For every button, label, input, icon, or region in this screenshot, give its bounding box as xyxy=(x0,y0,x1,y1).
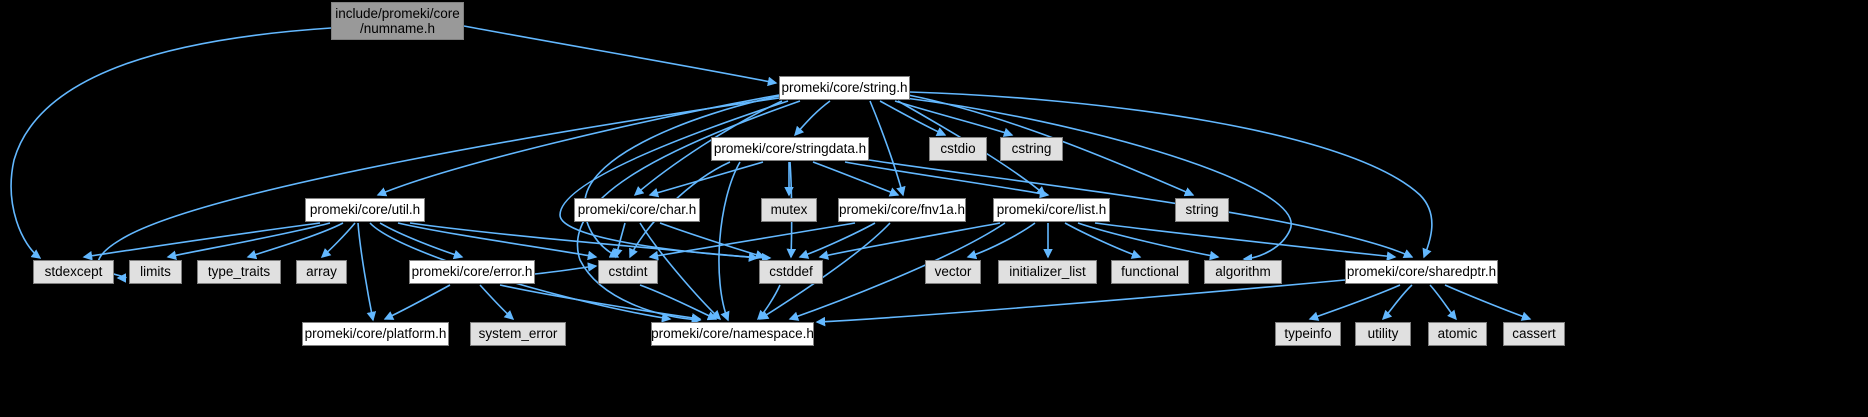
graph-node-type_traits[interactable]: type_traits xyxy=(197,260,281,284)
graph-node-system_error[interactable]: system_error xyxy=(470,322,566,346)
dependency-edge xyxy=(320,222,356,258)
graph-node-utility[interactable]: utility xyxy=(1355,322,1411,346)
dependency-edge xyxy=(613,222,626,259)
dependency-edge xyxy=(798,222,876,259)
graph-node-string_h[interactable]: promeki/core/string.h xyxy=(779,76,910,100)
graph-node-typeinfo[interactable]: typeinfo xyxy=(1275,322,1341,346)
graph-node-platform_h[interactable]: promeki/core/platform.h xyxy=(302,322,449,346)
dependency-edge xyxy=(82,222,321,261)
dependency-edge xyxy=(718,161,741,322)
dependency-edge xyxy=(379,222,464,260)
graph-node-util_h[interactable]: promeki/core/util.h xyxy=(305,198,425,222)
dependency-edge xyxy=(409,222,759,262)
dependency-edge xyxy=(909,91,1433,259)
dependency-edge xyxy=(10,27,332,259)
dependency-edge xyxy=(966,222,1036,260)
graph-node-initializer[interactable]: initializer_list xyxy=(998,260,1097,284)
dependency-edge xyxy=(1094,222,1397,261)
dependency-edge xyxy=(479,284,515,320)
graph-node-array[interactable]: array xyxy=(296,260,347,284)
dependency-edge xyxy=(534,262,598,275)
dependency-edge xyxy=(559,100,789,263)
dependency-edge xyxy=(1429,284,1457,321)
graph-node-stdexcept[interactable]: stdexcept xyxy=(33,260,114,284)
dependency-edge xyxy=(357,222,377,322)
dependency-edge xyxy=(879,100,947,137)
graph-node-numname: include/promeki/core /numname.h xyxy=(331,2,464,40)
dependency-edge xyxy=(383,284,451,320)
graph-node-cassert[interactable]: cassert xyxy=(1503,322,1565,346)
dependency-edge xyxy=(499,284,702,323)
dependency-edge xyxy=(639,284,718,321)
graph-node-char_h[interactable]: promeki/core/char.h xyxy=(574,198,700,222)
dependency-edge xyxy=(1381,284,1413,321)
graph-node-vector[interactable]: vector xyxy=(925,260,981,284)
graph-node-mutex[interactable]: mutex xyxy=(761,198,817,222)
graph-node-string_sys[interactable]: string xyxy=(1175,198,1229,222)
dependency-edge xyxy=(1064,222,1142,259)
graph-node-sharedptr[interactable]: promeki/core/sharedptr.h xyxy=(1345,260,1498,284)
dependency-edge xyxy=(246,222,344,260)
graph-node-cstddef[interactable]: cstddef xyxy=(759,260,823,284)
dependency-edge xyxy=(583,95,780,258)
graph-node-error_h[interactable]: promeki/core/error.h xyxy=(409,260,535,284)
dependency-edge xyxy=(397,222,598,261)
dependency-edge xyxy=(463,25,778,87)
graph-node-cstdint[interactable]: cstdint xyxy=(598,260,658,284)
dependency-edge xyxy=(869,100,906,197)
graph-node-functional[interactable]: functional xyxy=(1111,260,1189,284)
dependency-edge xyxy=(648,222,856,261)
graph-node-list_h[interactable]: promeki/core/list.h xyxy=(993,198,1110,222)
dependency-edge xyxy=(812,161,900,197)
dependency-edge xyxy=(815,279,1346,327)
graph-node-limits[interactable]: limits xyxy=(129,260,182,284)
dependency-edge xyxy=(844,161,1050,199)
dependency-edge xyxy=(1308,284,1401,321)
dependency-edge xyxy=(818,222,1001,260)
graph-node-fnv1a[interactable]: promeki/core/fnv1a.h xyxy=(838,198,966,222)
dependency-edge xyxy=(1444,284,1532,321)
dependency-edge xyxy=(756,284,781,321)
dependency-edge xyxy=(166,222,331,260)
dependency-edge xyxy=(648,161,764,198)
dependency-edge xyxy=(794,100,831,137)
graph-node-cstdio[interactable]: cstdio xyxy=(929,137,987,161)
graph-node-cstring[interactable]: cstring xyxy=(1000,137,1063,161)
dependency-edge xyxy=(659,222,766,260)
dependency-edge xyxy=(1077,222,1220,261)
graph-node-namespace_h[interactable]: promeki/core/namespace.h xyxy=(651,322,814,346)
graph-node-algorithm[interactable]: algorithm xyxy=(1204,260,1282,284)
dependency-edge xyxy=(97,97,780,283)
dependency-edge xyxy=(904,97,1292,264)
dependency-edge xyxy=(894,100,1014,137)
graph-node-atomic[interactable]: atomic xyxy=(1428,322,1487,346)
graph-node-stringdata[interactable]: promeki/core/stringdata.h xyxy=(711,137,869,161)
